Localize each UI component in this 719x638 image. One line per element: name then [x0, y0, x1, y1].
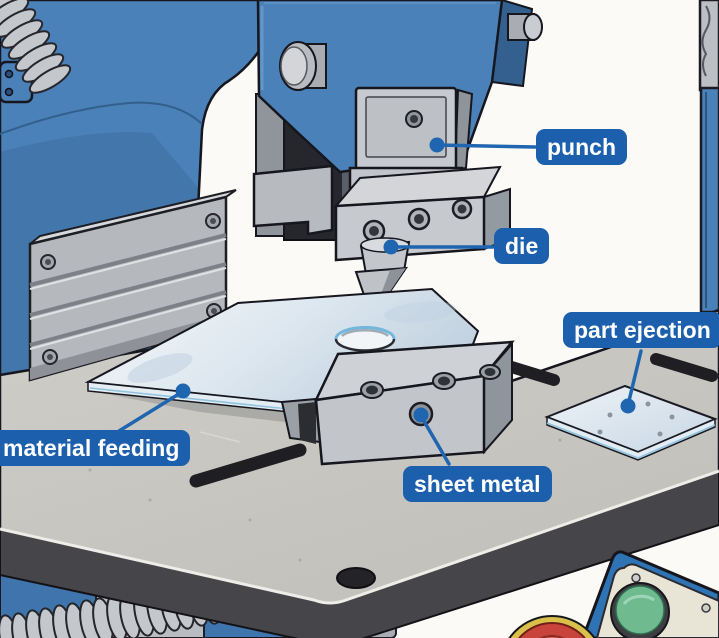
right-column: [698, 0, 719, 314]
t-slot-left: [189, 443, 307, 488]
leader-material-feeding: [117, 390, 184, 433]
leader-sheet-metal: [419, 414, 451, 466]
t-slot-right: [650, 353, 718, 382]
plate-screws: [40, 213, 222, 365]
hose-top-left: [0, 0, 72, 94]
table-hole: [336, 567, 376, 589]
label-die: die: [494, 228, 550, 264]
punched-hole: [334, 326, 396, 352]
leader-punch: [435, 143, 537, 149]
red-emergency-button: [508, 615, 596, 638]
head-stud-right: [507, 13, 543, 41]
label-sheet-metal: sheet metal: [403, 466, 552, 502]
leader-lines: [117, 143, 643, 466]
leader-dots: [175, 137, 636, 423]
label-material-feeding: material feeding: [0, 430, 191, 466]
left-clamp-block: [252, 164, 334, 236]
head-stud-left: [279, 41, 327, 91]
green-start-button: [610, 582, 670, 638]
label-punch: punch: [536, 129, 627, 165]
die-shoe-block: [280, 340, 515, 466]
control-panel: [508, 550, 719, 638]
ejected-part: [544, 384, 718, 461]
leader-part-ejection: [626, 349, 643, 407]
label-part-ejection: part ejection: [563, 312, 719, 348]
